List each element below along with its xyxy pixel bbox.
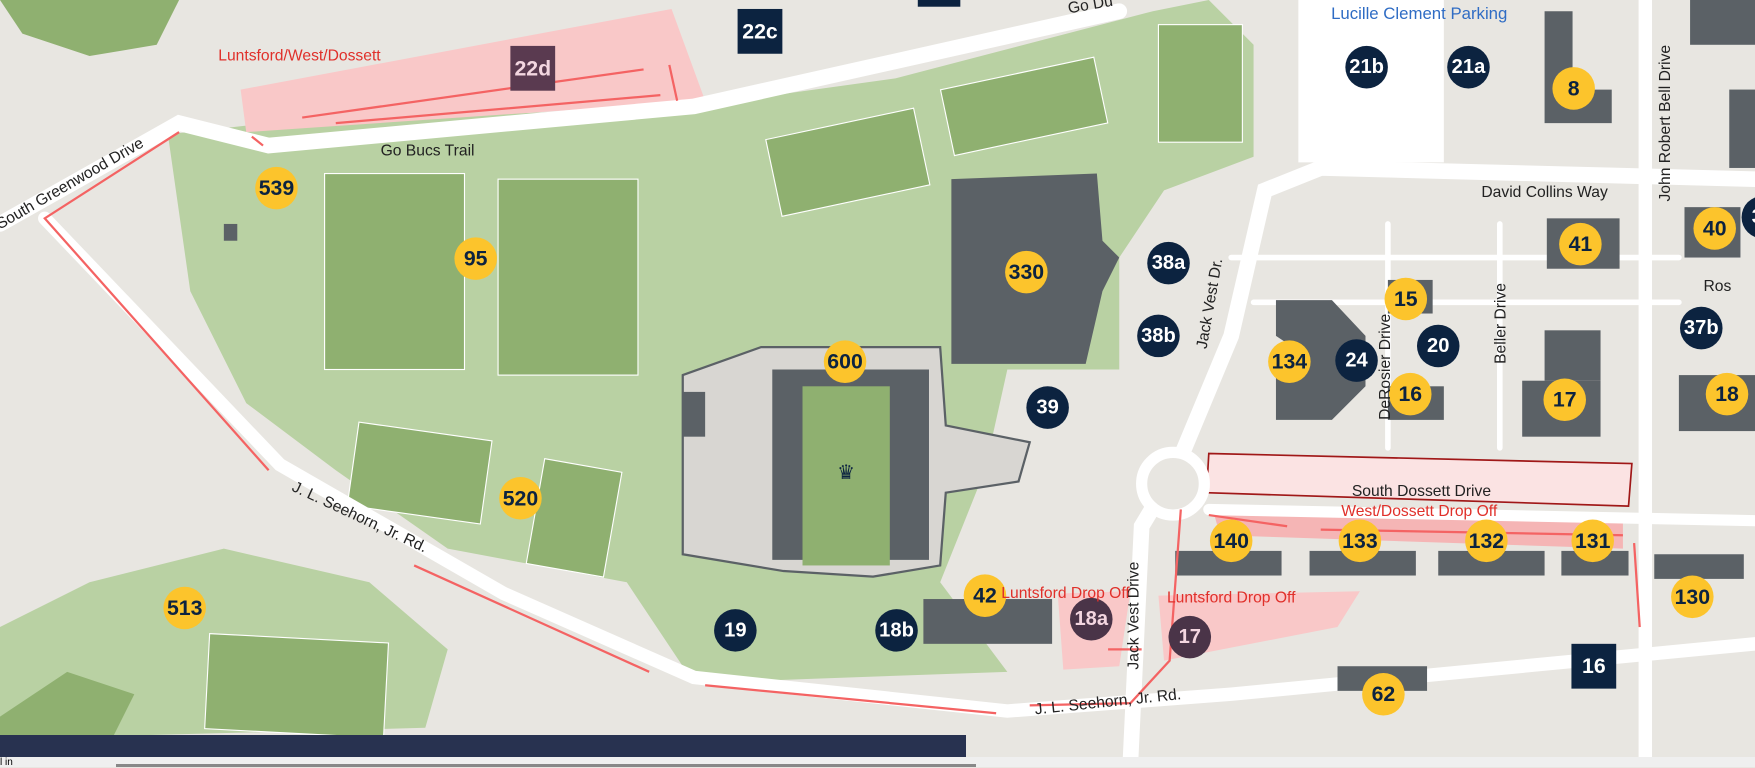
svg-text:134: 134 <box>1272 350 1308 374</box>
marker-18[interactable]: 18 <box>1705 372 1749 416</box>
marker-37[interactable]: 37 <box>1741 196 1755 239</box>
dropoff-luntsford: Luntsford Drop Off <box>1167 589 1296 606</box>
marker-15[interactable]: 15 <box>1384 277 1428 321</box>
marker-132[interactable]: 132 <box>1465 519 1508 563</box>
svg-text:539: 539 <box>259 176 295 200</box>
marker-16-square[interactable]: 16 <box>1571 643 1617 689</box>
svg-text:39: 39 <box>1036 397 1058 419</box>
marker-134[interactable]: 134 <box>1268 340 1311 383</box>
svg-text:8: 8 <box>1568 76 1580 100</box>
svg-text:600: 600 <box>827 350 862 374</box>
street-south-dossett: South Dossett Drive <box>1352 483 1491 500</box>
svg-text:40: 40 <box>1703 216 1727 240</box>
svg-text:22c: 22c <box>742 19 778 43</box>
marker-22c[interactable]: 22c <box>737 8 783 54</box>
marker-22d[interactable]: 22d <box>510 45 556 91</box>
marker-133[interactable]: 133 <box>1338 519 1382 563</box>
dropoff-luntsford-small: Luntsford Drop Off <box>1001 585 1130 602</box>
marker-partial-top[interactable] <box>917 0 961 7</box>
svg-text:15: 15 <box>1394 287 1418 311</box>
svg-text:38a: 38a <box>1152 252 1186 274</box>
stadium: ♛ <box>681 345 1032 578</box>
svg-text:16: 16 <box>1398 382 1422 406</box>
street-ros: Ros <box>1704 278 1732 295</box>
svg-text:131: 131 <box>1575 529 1611 553</box>
svg-text:17: 17 <box>1179 626 1201 648</box>
svg-text:513: 513 <box>167 596 203 620</box>
marker-16[interactable]: 16 <box>1389 372 1432 416</box>
svg-text:140: 140 <box>1213 529 1248 553</box>
marker-40[interactable]: 40 <box>1693 207 1736 250</box>
marker-18a[interactable]: 18a <box>1070 597 1113 641</box>
marker-38b[interactable]: 38b <box>1137 314 1180 358</box>
street-jack-vest-drive: Jack Vest Drive <box>1125 561 1142 669</box>
marker-20[interactable]: 20 <box>1416 324 1460 368</box>
svg-text:95: 95 <box>464 247 488 271</box>
marker-38a[interactable]: 38a <box>1147 241 1190 285</box>
svg-text:16: 16 <box>1582 654 1606 678</box>
svg-text:24: 24 <box>1345 350 1368 372</box>
svg-text:132: 132 <box>1469 529 1504 553</box>
street-david-collins: David Collins Way <box>1481 184 1608 201</box>
marker-600[interactable]: 600 <box>823 340 867 383</box>
building-markers[interactable]: 539 95 330 600 520 513 42 140 133 132 13… <box>163 67 1749 716</box>
dropoff-luntsford-west-dossett: Luntsford/West/Dossett <box>218 47 381 64</box>
street-beller: Beller Drive <box>1492 283 1509 364</box>
street-derosier: DeRosier Drive <box>1377 313 1394 419</box>
svg-text:130: 130 <box>1675 585 1710 609</box>
marker-41[interactable]: 41 <box>1559 222 1602 266</box>
marker-513[interactable]: 513 <box>163 586 206 630</box>
svg-text:42: 42 <box>973 584 997 608</box>
marker-520[interactable]: 520 <box>499 476 542 520</box>
svg-text:37: 37 <box>1752 206 1755 228</box>
svg-text:17: 17 <box>1553 388 1577 412</box>
svg-text:62: 62 <box>1372 682 1396 706</box>
marker-24[interactable]: 24 <box>1335 339 1378 382</box>
marker-18b[interactable]: 18b <box>875 609 918 652</box>
marker-130[interactable]: 130 <box>1671 575 1714 619</box>
svg-text:20: 20 <box>1427 335 1449 357</box>
street-go-bucs-trail: Go Bucs Trail <box>381 143 475 160</box>
svg-text:330: 330 <box>1009 260 1044 284</box>
svg-text:37b: 37b <box>1684 317 1719 339</box>
marker-330[interactable]: 330 <box>1005 250 1048 294</box>
svg-text:520: 520 <box>503 486 538 510</box>
marker-21a[interactable]: 21a <box>1447 45 1490 89</box>
svg-text:18a: 18a <box>1074 608 1108 630</box>
status-text: l in <box>0 757 13 768</box>
parking-markers[interactable]: 21b 21a 38a 38b 39 24 20 37b 19 18b 37 1… <box>510 0 1755 689</box>
svg-text:38b: 38b <box>1141 325 1176 347</box>
marker-17-dropoff[interactable]: 17 <box>1168 615 1212 659</box>
marker-131[interactable]: 131 <box>1571 519 1614 563</box>
team-logo-icon: ♛ <box>837 462 855 484</box>
marker-140[interactable]: 140 <box>1209 519 1253 563</box>
svg-text:21b: 21b <box>1349 56 1384 78</box>
marker-62[interactable]: 62 <box>1362 672 1405 716</box>
marker-8[interactable]: 8 <box>1552 67 1595 110</box>
bottom-panel-bar[interactable] <box>0 735 966 757</box>
status-strip <box>0 757 1755 767</box>
svg-text:133: 133 <box>1342 529 1378 553</box>
marker-39[interactable]: 39 <box>1026 386 1069 429</box>
marker-19[interactable]: 19 <box>714 609 757 652</box>
marker-42[interactable]: 42 <box>963 574 1007 617</box>
dropoff-west-dossett: West/Dossett Drop Off <box>1341 503 1498 520</box>
svg-text:18: 18 <box>1715 382 1739 406</box>
lucille-clement-parking-label[interactable]: Lucille Clement Parking <box>1331 4 1507 23</box>
marker-37b[interactable]: 37b <box>1680 306 1723 350</box>
marker-21b[interactable]: 21b <box>1345 45 1388 89</box>
horizontal-scrollbar[interactable] <box>116 764 976 767</box>
marker-95[interactable]: 95 <box>454 237 497 280</box>
svg-text:22d: 22d <box>514 56 551 80</box>
svg-text:21a: 21a <box>1452 56 1486 78</box>
marker-539[interactable]: 539 <box>255 166 298 210</box>
svg-text:41: 41 <box>1569 232 1593 256</box>
svg-text:18b: 18b <box>879 619 914 641</box>
svg-text:19: 19 <box>724 619 746 641</box>
marker-17[interactable]: 17 <box>1543 378 1586 422</box>
street-john-robert-bell: John Robert Bell Drive <box>1657 45 1674 202</box>
